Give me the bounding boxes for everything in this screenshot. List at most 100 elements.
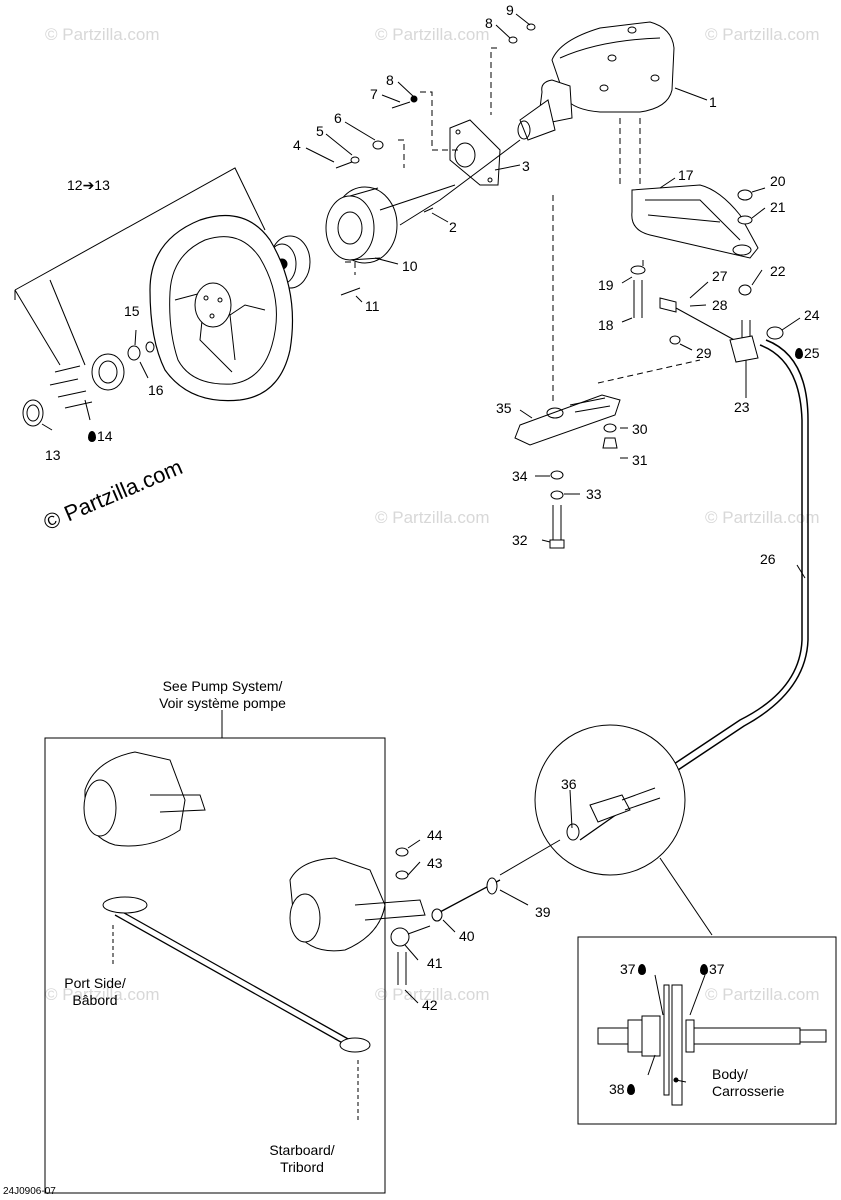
callout-2: 2 — [449, 219, 457, 235]
water-drop-icon — [88, 431, 96, 442]
watermark: © Partzilla.com — [375, 985, 490, 1004]
callout-7: 7 — [370, 86, 378, 102]
cable-end-fitting — [659, 297, 784, 363]
callout-44: 44 — [427, 827, 443, 843]
steering-cable-outer — [623, 339, 809, 807]
callout-37-number: 37 — [709, 961, 725, 977]
callout-43: 43 — [427, 855, 443, 871]
watermark: © Partzilla.com — [375, 508, 490, 527]
jet-nozzle-starboard — [289, 857, 426, 952]
body-caption-line: Body/ — [712, 1066, 748, 1082]
steering-hub — [325, 186, 398, 264]
callout-28: 28 — [712, 297, 728, 313]
callout-37-number: 37 — [620, 961, 636, 977]
callout-3: 3 — [522, 158, 530, 174]
callout-42: 42 — [422, 997, 438, 1013]
callout-1: 1 — [709, 94, 717, 110]
jet-nozzle-port — [83, 751, 206, 847]
callout-15: 15 — [124, 303, 140, 319]
watermark: © Partzilla.com — [705, 985, 820, 1004]
callout-24: 24 — [804, 307, 820, 323]
callout-18: 18 — [598, 317, 614, 333]
body-caption: Body/ Carrosserie — [712, 1066, 784, 1100]
tie-rod — [102, 896, 371, 1120]
callout-21: 21 — [770, 199, 786, 215]
watermark: © Partzilla.com — [705, 508, 820, 527]
callout-16: 16 — [148, 382, 164, 398]
callout-23: 23 — [734, 399, 750, 415]
callout-30: 30 — [632, 421, 648, 437]
water-drop-icon — [700, 964, 708, 975]
watermark: © Partzilla.com — [375, 25, 490, 44]
callout-14: 14 — [88, 428, 113, 444]
water-drop-icon — [637, 964, 646, 975]
mounting-bracket — [449, 119, 501, 186]
diagram-code: 24J0906-07 — [3, 1186, 56, 1197]
callout-5: 5 — [316, 123, 324, 139]
callout-38-number: 38 — [609, 1081, 625, 1097]
detail-circle — [499, 724, 686, 876]
wheel-fasteners — [22, 341, 155, 427]
ball-joint — [390, 847, 431, 985]
port-side-caption: Port Side/ Bâbord — [50, 975, 140, 1009]
port-caption-line: Bâbord — [72, 992, 118, 1008]
callout-29: 29 — [696, 345, 712, 361]
pump-caption-line: Voir système pompe — [159, 695, 286, 711]
detail-leader — [659, 857, 713, 936]
steering-housing — [517, 21, 675, 141]
callout-39: 39 — [535, 904, 551, 920]
callout-38: 38 — [609, 1081, 636, 1097]
callout-22: 22 — [770, 263, 786, 279]
assembly-lines — [345, 47, 701, 405]
water-drop-icon — [795, 348, 803, 359]
callout-13: 13 — [45, 447, 61, 463]
callout-32: 32 — [512, 532, 528, 548]
callout-14-number: 14 — [97, 428, 113, 444]
callout-8: 8 — [386, 72, 394, 88]
callout-31: 31 — [632, 452, 648, 468]
callout-27: 27 — [712, 268, 728, 284]
pump-system-frame — [44, 737, 386, 1194]
callout-25-number: 25 — [804, 345, 820, 361]
callout-17: 17 — [678, 167, 694, 183]
steering-wheel — [149, 214, 294, 402]
steering-cable — [619, 344, 803, 801]
callout-37: 37 — [620, 961, 647, 977]
callout-19: 19 — [598, 277, 614, 293]
pump-system-caption: See Pump System/ Voir système pompe — [140, 678, 305, 712]
callout-11: 11 — [365, 298, 380, 314]
callout-leaders — [41, 13, 806, 1004]
water-drop-icon — [626, 1084, 635, 1095]
callout-36: 36 — [561, 776, 577, 792]
group-bracket — [14, 167, 266, 366]
lower-arm — [514, 394, 621, 446]
port-caption-line: Port Side/ — [64, 975, 126, 991]
cable-terminal — [431, 877, 501, 922]
callout-25: 25 — [795, 345, 820, 361]
callout-6: 6 — [334, 110, 342, 126]
starboard-caption-line: Starboard/ — [269, 1142, 335, 1158]
watermark: © Partzilla.com — [45, 985, 160, 1004]
callout-4: 4 — [293, 137, 301, 153]
callout-33: 33 — [586, 486, 602, 502]
small-fasteners — [335, 23, 536, 296]
callout-12: 12➔13 — [67, 177, 110, 193]
callout-26: 26 — [760, 551, 776, 567]
shaft-guide — [379, 139, 521, 226]
detail-leaders — [647, 974, 706, 1083]
watermark: © Partzilla.com — [45, 25, 160, 44]
callout-37: 37 — [700, 961, 725, 977]
callout-10: 10 — [402, 258, 418, 274]
callout-41: 41 — [427, 955, 443, 971]
callout-40: 40 — [459, 928, 475, 944]
callout-9: 9 — [506, 2, 514, 18]
callout-34: 34 — [512, 468, 528, 484]
callout-20: 20 — [770, 173, 786, 189]
starboard-caption: Starboard/ Tribord — [252, 1142, 352, 1176]
watermark: © Partzilla.com — [705, 25, 820, 44]
callout-35: 35 — [496, 400, 512, 416]
bulkhead-detail-frame — [577, 936, 837, 1125]
lever-arm — [631, 184, 759, 259]
